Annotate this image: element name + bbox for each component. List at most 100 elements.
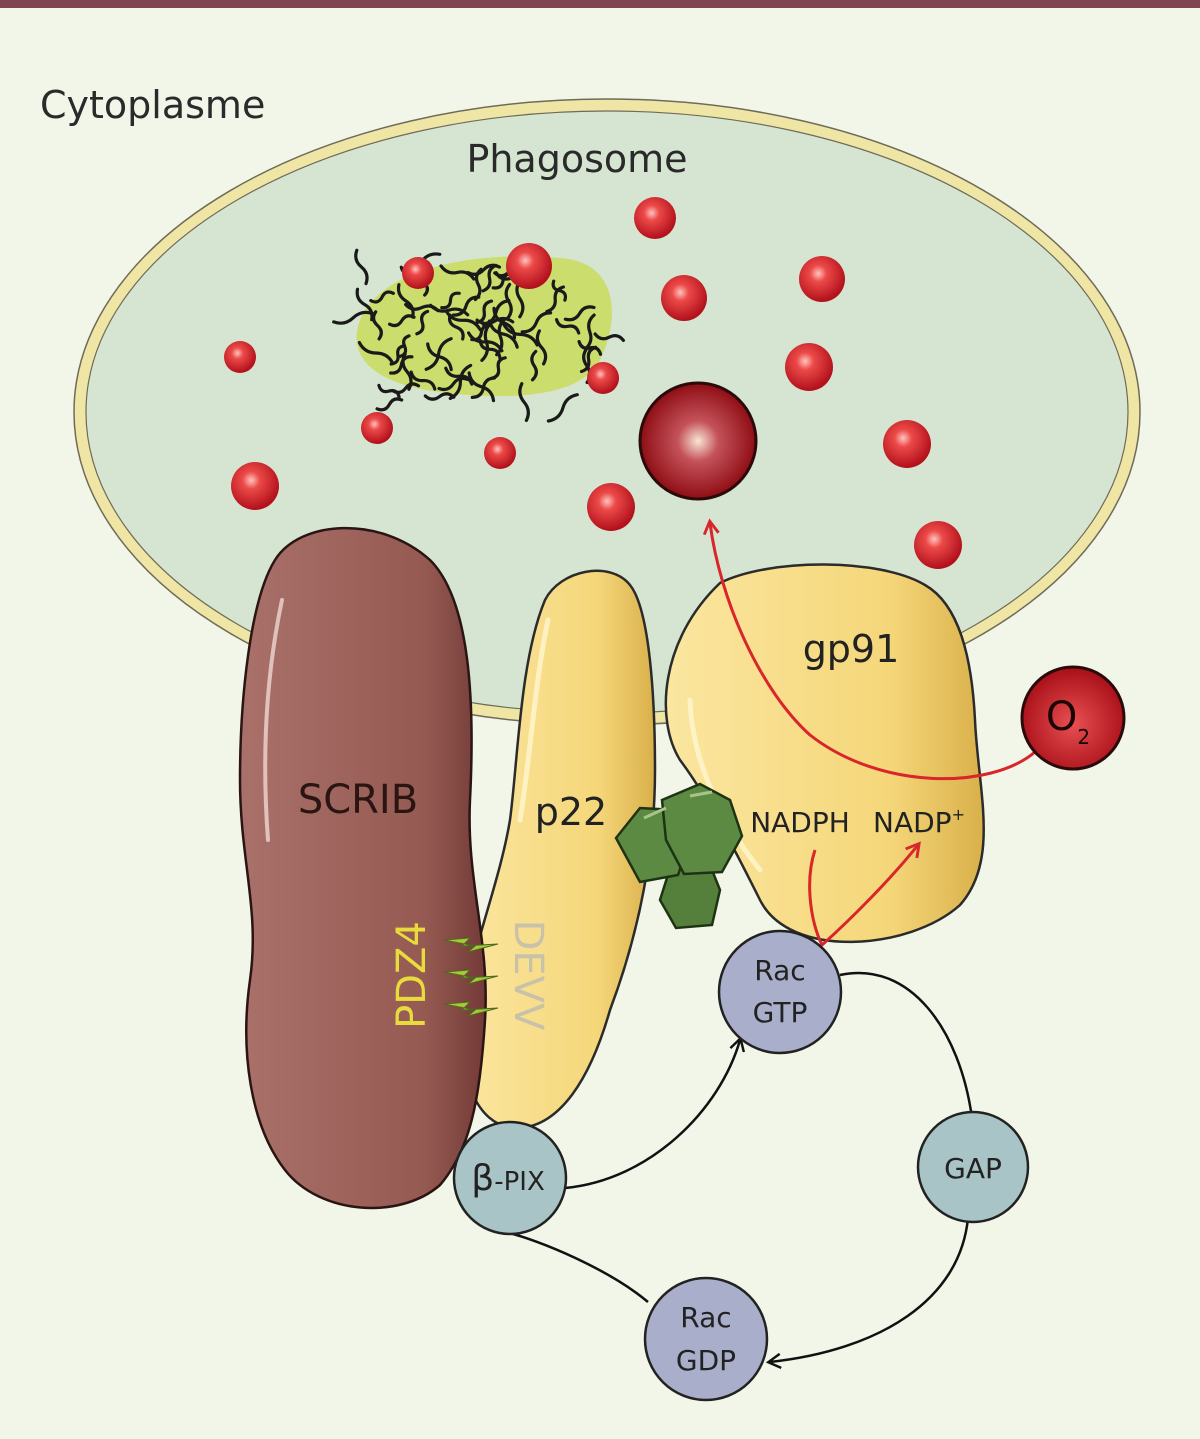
bacterium-hair bbox=[444, 309, 482, 332]
bacterium-hair bbox=[490, 356, 507, 380]
gap-to-gdp-arrow bbox=[765, 1217, 970, 1369]
ros-particle bbox=[587, 483, 635, 531]
bacterium-hair bbox=[579, 345, 598, 374]
bacterium-hair bbox=[396, 283, 415, 319]
gp91-label: gp91 bbox=[803, 627, 900, 671]
bacterium-hair bbox=[520, 311, 553, 334]
bacterium-hair bbox=[332, 310, 375, 325]
gp91-protein: gp91 bbox=[664, 563, 985, 944]
bond-bolt-icon bbox=[443, 937, 499, 953]
bacterium-hair bbox=[447, 313, 465, 341]
ros-particle bbox=[634, 197, 676, 239]
ros-particle bbox=[361, 412, 393, 444]
nadp-label: NADP+ bbox=[873, 805, 965, 839]
ros-particle bbox=[231, 462, 279, 510]
top-bar bbox=[0, 0, 1200, 8]
bacterium-hair bbox=[480, 321, 493, 362]
ros-particle bbox=[914, 521, 962, 569]
bacterium-hair bbox=[424, 337, 453, 371]
gtp-to-gap-line bbox=[839, 971, 974, 1119]
devv-label: DEVV bbox=[505, 920, 551, 1031]
ros-particle bbox=[506, 243, 552, 289]
bacterium-hair bbox=[451, 295, 481, 317]
bacterium-hair bbox=[475, 299, 494, 325]
bacterium-hair bbox=[466, 263, 501, 276]
bacterium-hair bbox=[481, 263, 498, 293]
bacterium-hair bbox=[439, 264, 476, 281]
bacterium-hair bbox=[377, 383, 401, 399]
gap-label: GAP bbox=[944, 1152, 1002, 1185]
ros-large-particle bbox=[638, 381, 758, 501]
beta-pix-node: β-PIX bbox=[452, 1120, 568, 1236]
nadph-to-nadp-arrow bbox=[808, 841, 921, 948]
bacterium-hair bbox=[369, 290, 395, 304]
p22-label: p22 bbox=[535, 790, 607, 834]
bacterium-hair bbox=[389, 355, 414, 375]
pdz4-devv-bonds bbox=[443, 937, 499, 1017]
bacterium-hair bbox=[409, 370, 437, 391]
o2-label: O2 bbox=[1046, 694, 1090, 749]
bacterium-hair bbox=[546, 393, 579, 423]
p22-protein: p22 bbox=[460, 569, 657, 1130]
bacterium-hair bbox=[415, 309, 430, 336]
bacterium-hair bbox=[495, 317, 506, 357]
rac-gtp-node: Rac GTP bbox=[717, 929, 843, 1055]
pdz4-label: PDZ4 bbox=[389, 921, 435, 1029]
bacterium-hair bbox=[530, 349, 538, 382]
bacterium-hair bbox=[389, 344, 407, 366]
bond-bolt-icon bbox=[443, 1001, 499, 1017]
ros-particle bbox=[661, 275, 707, 321]
bacterium-hair bbox=[423, 392, 456, 401]
ros-particle bbox=[484, 437, 516, 469]
ros-particle bbox=[224, 341, 256, 373]
bacterium-hair bbox=[555, 318, 581, 335]
bond-bolt-icon bbox=[443, 969, 499, 985]
bacterium-hair bbox=[375, 397, 404, 412]
ros-particles bbox=[224, 197, 962, 569]
bacterium-hair bbox=[481, 299, 511, 326]
cytoplasm-label: Cytoplasme bbox=[40, 83, 265, 127]
nadph-label: NADPH bbox=[750, 806, 850, 839]
bacterium-hair bbox=[583, 313, 596, 351]
phagosome-label: Phagosome bbox=[466, 137, 687, 181]
bacterium-hair bbox=[563, 305, 596, 322]
bacterium-hair bbox=[577, 340, 603, 356]
green-subunit-cluster bbox=[614, 782, 744, 930]
o2-molecule: O2 bbox=[1020, 665, 1126, 771]
bacterium-hair bbox=[515, 279, 525, 319]
ros-particle bbox=[587, 362, 619, 394]
bacterium-hair bbox=[440, 291, 461, 310]
gdp-to-bpix-line bbox=[504, 1230, 649, 1303]
ros-particle bbox=[799, 256, 845, 302]
o2-to-superoxide-arrow bbox=[702, 518, 1036, 781]
ros-particle bbox=[785, 343, 833, 391]
bacterium-hair bbox=[388, 314, 416, 328]
bacterium-hair bbox=[426, 342, 453, 372]
scrib-label: SCRIB bbox=[298, 777, 418, 823]
bacterium-hair bbox=[357, 341, 395, 365]
bacterium-hair bbox=[401, 352, 413, 391]
bacterium-hair bbox=[437, 376, 470, 392]
rac-gdp-line2: GDP bbox=[676, 1344, 736, 1377]
bacterium-hair bbox=[518, 382, 530, 422]
bacterium-hair bbox=[354, 248, 369, 286]
ros-particle bbox=[402, 257, 434, 289]
rac-gdp-line1: Rac bbox=[680, 1301, 731, 1334]
bacterium-hair bbox=[545, 285, 565, 314]
ros-particle bbox=[883, 420, 931, 468]
bacterium-hair bbox=[475, 316, 515, 326]
rac-gdp-node: Rac GDP bbox=[643, 1276, 769, 1402]
gap-node: GAP bbox=[916, 1110, 1030, 1224]
rac-gtp-line1: Rac bbox=[754, 954, 805, 987]
bacterium-hair bbox=[371, 310, 383, 341]
bacterium-hair bbox=[593, 332, 625, 342]
rac-gtp-line2: GTP bbox=[753, 996, 808, 1029]
bacterium-hair bbox=[535, 329, 548, 366]
bacterium-hair bbox=[470, 323, 493, 342]
bpix-to-gtp-arrow bbox=[564, 1035, 746, 1190]
beta-pix-label: β-PIX bbox=[471, 1158, 545, 1199]
scrib-protein: SCRIB bbox=[238, 526, 487, 1210]
bacterium-hair bbox=[467, 371, 496, 403]
